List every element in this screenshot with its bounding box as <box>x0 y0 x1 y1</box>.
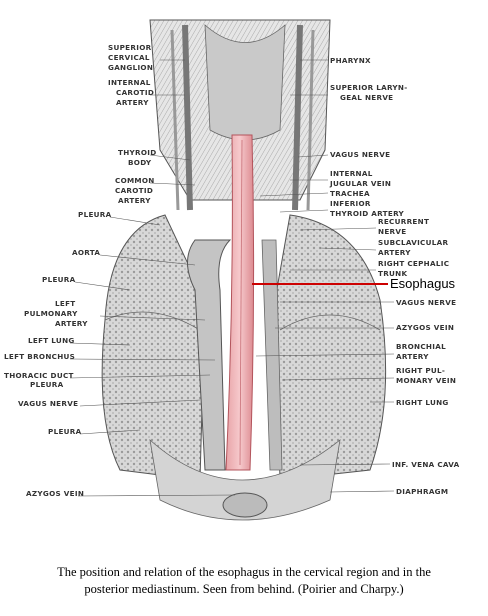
left-labels: SUPERIOR CERVICAL GANGLION INTERNAL CARO… <box>4 43 157 498</box>
anatomy-label: PLEURA <box>48 427 82 436</box>
anatomy-label: SUPERIOR <box>108 43 152 52</box>
caption-line-2: posterior mediastinum. Seen from behind.… <box>84 582 404 596</box>
anatomy-label: SUBCLAVICULAR <box>378 238 449 247</box>
anatomy-label: ARTERY <box>116 98 149 107</box>
anatomy-label: LEFT <box>55 299 76 308</box>
anatomy-label: GEAL NERVE <box>340 93 393 102</box>
anatomy-label: THYROID <box>118 148 157 157</box>
anatomy-label: ARTERY <box>378 248 411 257</box>
right-lung <box>274 214 387 481</box>
anatomy-label: COMMON <box>115 176 155 185</box>
anatomy-label: VAGUS NERVE <box>396 298 456 307</box>
anatomy-label: INF. VENA CAVA <box>392 460 460 469</box>
caption-line-1: The position and relation of the esophag… <box>57 565 431 579</box>
anatomy-label: THORACIC DUCT <box>4 371 74 380</box>
anatomy-label: CAROTID <box>116 88 154 97</box>
anatomy-label: RIGHT PUL- <box>396 366 445 375</box>
left-lung <box>101 214 206 481</box>
anatomy-label: THYROID ARTERY <box>330 209 405 218</box>
anatomy-label: INFERIOR <box>330 199 371 208</box>
anatomy-label: JUGULAR VEIN <box>329 179 391 188</box>
anatomy-label: INTERNAL <box>108 78 151 87</box>
anatomy-label: AZYGOS VEIN <box>396 323 454 332</box>
anatomy-label: GANGLION <box>108 63 153 72</box>
anatomy-label: RIGHT CEPHALIC <box>378 259 449 268</box>
anatomy-label: NERVE <box>378 227 406 236</box>
lungs <box>101 214 387 481</box>
mediastinum-vessels <box>149 239 341 521</box>
anatomy-label: ARTERY <box>396 352 429 361</box>
anatomy-label: AORTA <box>72 248 100 257</box>
anatomy-label: PULMONARY <box>24 309 78 318</box>
anatomy-label: PLEURA <box>30 380 64 389</box>
right-leaders <box>255 59 395 493</box>
anatomy-label: INTERNAL <box>330 169 373 178</box>
anatomy-label: MONARY VEIN <box>396 376 456 385</box>
anatomy-label: PLEURA <box>78 210 112 219</box>
right-labels: PHARYNX SUPERIOR LARYN- GEAL NERVE VAGUS… <box>329 56 460 496</box>
anatomy-label: LEFT LUNG <box>28 336 75 345</box>
anatomy-label: SUPERIOR LARYN- <box>330 83 408 92</box>
anatomy-label: BODY <box>128 158 152 167</box>
anatomy-label: RIGHT LUNG <box>396 398 449 407</box>
anatomy-label: ARTERY <box>118 196 151 205</box>
anatomy-label: DIAPHRAGM <box>396 487 448 496</box>
esophagus <box>225 134 255 471</box>
anatomy-label: TRACHEA <box>330 189 370 198</box>
anatomy-label: ARTERY <box>55 319 88 328</box>
anatomy-label: VAGUS NERVE <box>18 399 78 408</box>
left-leaders <box>69 59 236 497</box>
anatomy-label: AZYGOS VEIN <box>26 489 84 498</box>
anatomy-label: RECURRENT <box>378 217 429 226</box>
anatomy-label: VAGUS NERVE <box>330 150 390 159</box>
anatomy-label: PHARYNX <box>330 56 371 65</box>
anatomy-label: CAROTID <box>115 186 153 195</box>
esophagus-label: Esophagus <box>390 276 456 291</box>
figure-caption: The position and relation of the esophag… <box>0 564 488 612</box>
anatomy-label: LEFT BRONCHUS <box>4 352 75 361</box>
aorta <box>187 239 232 471</box>
neck-region <box>149 19 331 211</box>
anatomy-label: CERVICAL <box>108 53 150 62</box>
anatomy-label: BRONCHIAL <box>396 342 446 351</box>
anatomy-illustration: Esophagus SUPERIOR CERVICAL GANGLION INT… <box>4 19 460 521</box>
anatomy-label: PLEURA <box>42 275 76 284</box>
anatomy-label: TRUNK <box>378 269 407 278</box>
